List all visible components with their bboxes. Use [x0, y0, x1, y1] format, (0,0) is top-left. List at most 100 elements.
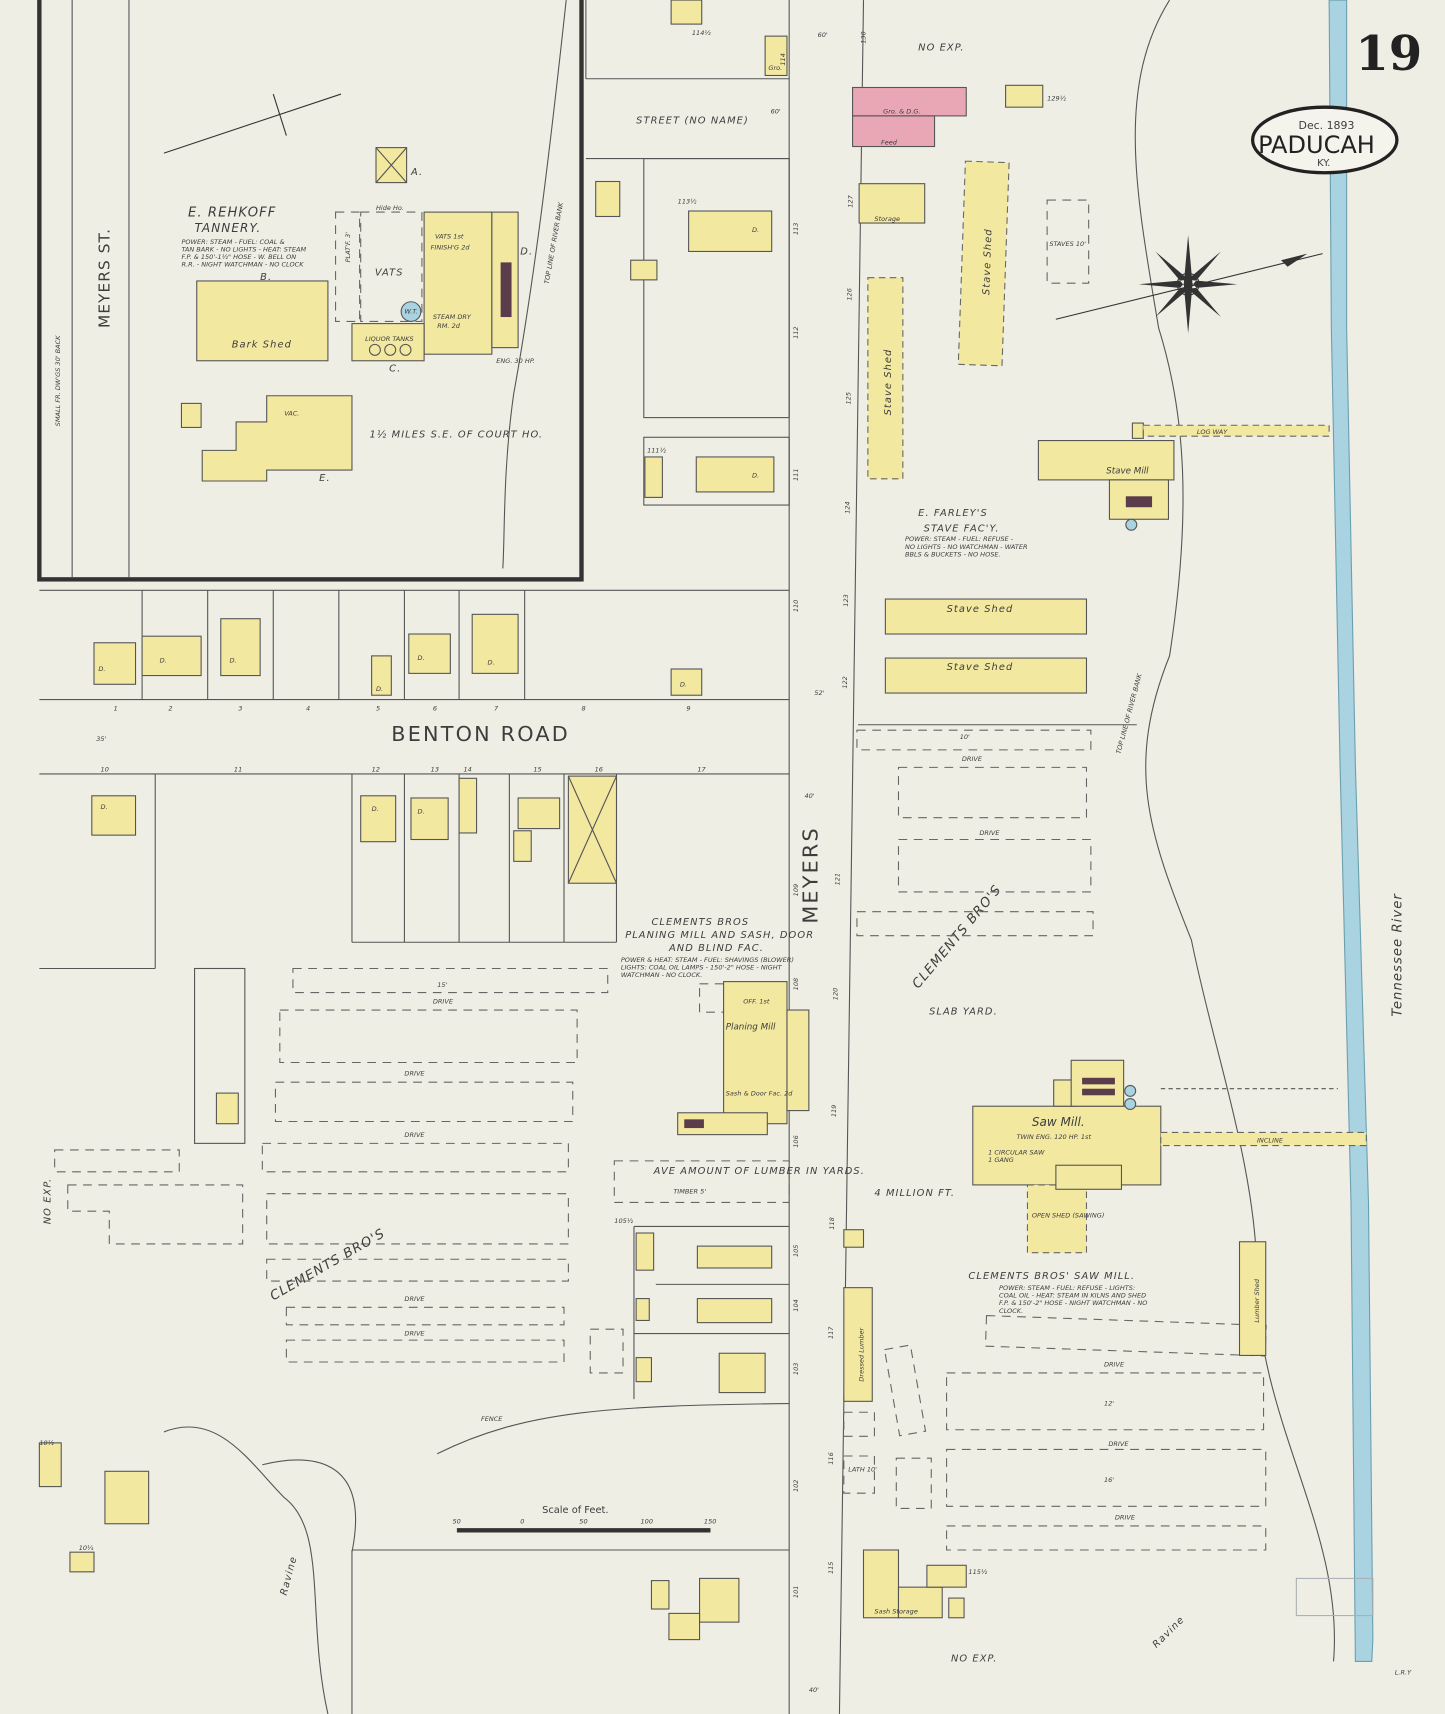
- map-label: INCLINE: [1257, 1136, 1284, 1144]
- map-feature: [635, 1232, 655, 1271]
- map-feature: [410, 797, 449, 841]
- map-label: D.: [160, 656, 167, 664]
- water-tank-icon: [400, 301, 422, 322]
- state-name: KY.: [1317, 158, 1330, 169]
- map-feature: [69, 1551, 95, 1573]
- map-feature: [471, 613, 519, 674]
- map-feature: [91, 795, 137, 836]
- map-label: 13: [431, 766, 439, 774]
- map-label: 130: [860, 31, 868, 44]
- map-label: 14: [463, 766, 471, 774]
- map-label: D.: [680, 680, 687, 688]
- bark-shed: [196, 280, 329, 362]
- map-feature: [856, 911, 1094, 937]
- map-label: 126: [845, 288, 853, 301]
- map-label: F.P. & 150'-1½" HOSE - W. BELL ON: [181, 253, 296, 261]
- map-label: D.: [752, 226, 759, 234]
- dressed-lumber-shed: [843, 1287, 873, 1402]
- map-label: STAVES 10': [1049, 240, 1086, 248]
- map-label: Stave Shed: [947, 662, 1014, 673]
- map-label: D.: [418, 654, 425, 662]
- map-label: 10½: [39, 1439, 54, 1447]
- map-feature: [630, 259, 658, 281]
- map-feature: [926, 1564, 967, 1588]
- map-label: 129½: [1047, 95, 1066, 103]
- map-label: LIGHTS: COAL OIL LAMPS - 150'-2" HOSE - …: [621, 964, 783, 972]
- map-feature: [643, 436, 790, 506]
- map-label: 150: [704, 1518, 716, 1526]
- north-arrow-line: [1055, 253, 1323, 320]
- map-label: DRIVE: [433, 997, 454, 1005]
- lumber-shed: [1238, 1241, 1267, 1356]
- map-label: 50: [579, 1518, 587, 1526]
- map-label: NO LIGHTS - NO WATCHMAN - WATER: [905, 543, 1028, 551]
- stave-shed-2: [867, 277, 904, 480]
- water-tank-label: W.T.: [404, 308, 417, 316]
- meyers-street-label: MEYERS: [799, 826, 823, 924]
- map-feature: [1124, 1098, 1137, 1111]
- map-feature: [670, 0, 703, 25]
- map-feature: [517, 797, 561, 830]
- map-feature: [351, 1225, 790, 1714]
- map-feature: [1138, 235, 1238, 334]
- no-exp-bottom: NO EXP.: [951, 1653, 998, 1664]
- map-label: 119: [830, 1105, 838, 1118]
- map-feature: [261, 1142, 569, 1173]
- map-label: OFF. 1st: [743, 997, 770, 1005]
- ravine: [163, 1426, 357, 1714]
- map-label: COAL OIL - HEAT: STEAM IN KILNS AND SHED: [999, 1291, 1146, 1299]
- library-stamp: [1295, 1577, 1374, 1617]
- sheet-date: Dec. 1893: [1299, 119, 1355, 132]
- map-label: DRIVE: [404, 1131, 425, 1139]
- vats-label: VATS: [375, 268, 404, 279]
- map-label: 127: [847, 194, 855, 207]
- map-label: 60': [771, 108, 781, 116]
- map-feature: [946, 1525, 1267, 1551]
- map-feature: [1046, 199, 1090, 284]
- letter-c: C.: [389, 364, 401, 375]
- map-label: FINISH'G 2d: [431, 243, 471, 251]
- meyers-st-inset-label: MEYERS ST.: [95, 228, 113, 328]
- map-label: Stave Shed: [947, 604, 1014, 615]
- map-feature: [635, 1298, 650, 1321]
- map-label: 113: [792, 223, 800, 236]
- map-label: 113½: [678, 197, 697, 205]
- map-label: 122: [841, 676, 849, 688]
- map-feature: [1131, 422, 1144, 439]
- scale-title: Scale of Feet.: [542, 1505, 608, 1516]
- vats-finishing-building: [423, 211, 493, 355]
- map-label: 105½: [614, 1217, 633, 1225]
- map-feature: [513, 830, 532, 862]
- map-feature: [180, 402, 202, 428]
- map-feature: [696, 1298, 773, 1324]
- map-label: 120: [831, 988, 839, 1001]
- open-shed: [1026, 1184, 1088, 1254]
- sash-storage-label: Sash Storage: [874, 1607, 917, 1615]
- map-label: 8: [581, 705, 585, 713]
- map-feature: [635, 1357, 652, 1383]
- map-feature: [684, 1119, 704, 1129]
- map-label: F.P. & 150'-2" HOSE - NIGHT WATCHMAN - N…: [999, 1299, 1147, 1307]
- map-label: 10: [101, 766, 109, 774]
- map-feature: [1005, 84, 1044, 108]
- map-feature: [38, 1442, 62, 1488]
- map-feature: [688, 210, 773, 253]
- map-feature: [897, 766, 1088, 819]
- map-feature: [436, 1402, 790, 1455]
- farley-notes: POWER: STEAM - FUEL: REFUSE - NO LIGHTS …: [905, 535, 1028, 558]
- map-label: 9: [686, 705, 690, 713]
- map-feature: [718, 1352, 766, 1394]
- map-feature: [897, 838, 1092, 893]
- map-label: 115½: [968, 1568, 987, 1576]
- map-feature: [104, 1470, 150, 1525]
- map-feature: [1082, 1077, 1115, 1085]
- dwelling-labels: D.D. D.D. D.D. D.D. D.D. D.D.: [98, 226, 759, 815]
- tennessee-river: [1328, 0, 1374, 1663]
- map-label: D.: [98, 665, 105, 673]
- stave-shed-1: [957, 160, 1010, 367]
- tannery-notes: POWER: STEAM - FUEL: COAL & TAN BARK - N…: [181, 238, 306, 269]
- map-label: Gro. & D.G.: [883, 108, 920, 116]
- map-label: 5: [376, 705, 380, 713]
- map-feature: [895, 1457, 932, 1509]
